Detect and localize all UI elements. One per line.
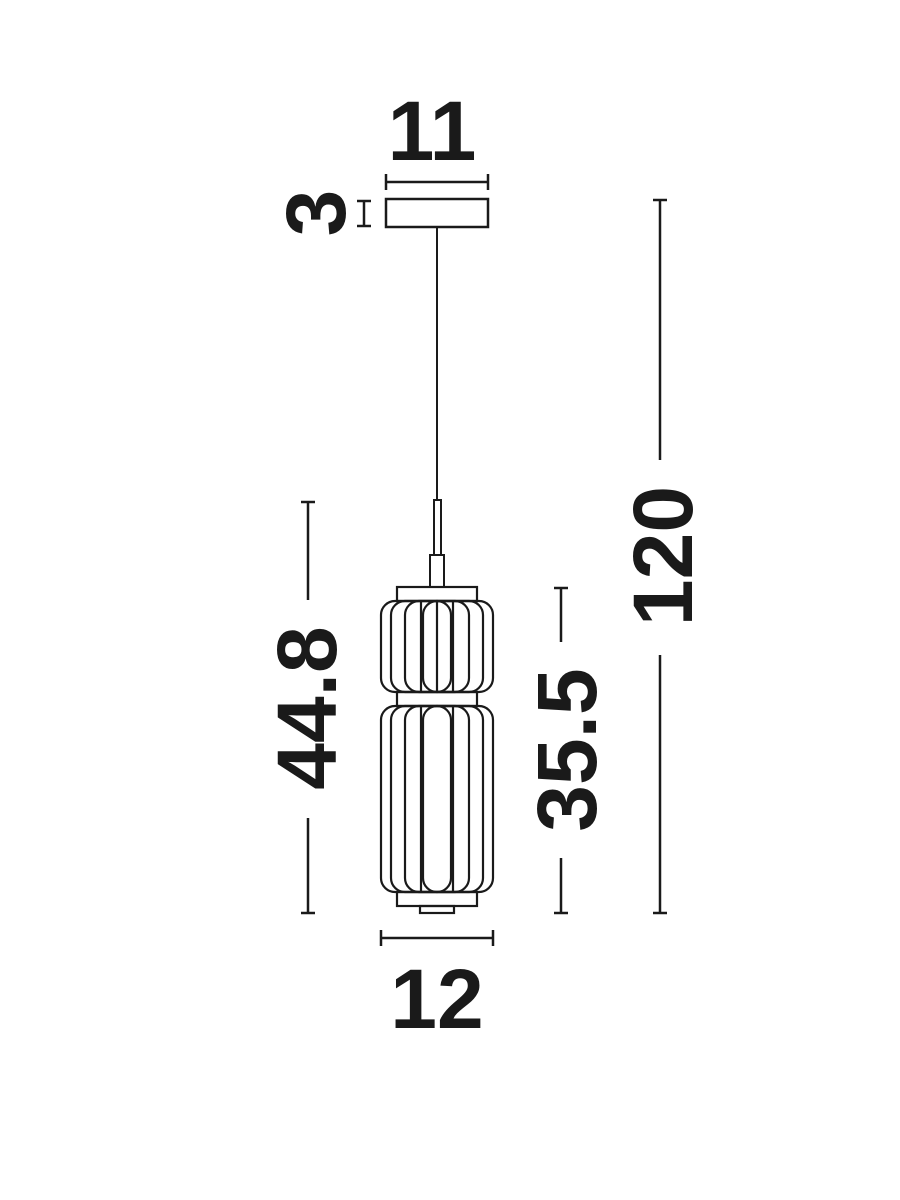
label-canopy-height: 3 <box>269 190 363 237</box>
label-shade-width: 12 <box>390 952 483 1046</box>
dimension-shade-height <box>554 586 568 915</box>
dimension-total-height <box>653 198 667 915</box>
dimension-lamp-height <box>301 500 315 915</box>
label-shade-height: 35.5 <box>520 668 614 832</box>
canopy <box>384 197 490 229</box>
label-total-height: 120 <box>616 486 710 626</box>
stem-block <box>429 554 445 588</box>
dimension-shade-width <box>379 930 495 946</box>
dimension-canopy-height <box>357 199 371 228</box>
lamp-body <box>379 585 495 915</box>
dimension-canopy-width <box>384 174 490 190</box>
label-canopy-width: 11 <box>388 84 477 178</box>
cable-sleeve <box>433 499 442 556</box>
label-lamp-height: 44.8 <box>260 626 354 790</box>
